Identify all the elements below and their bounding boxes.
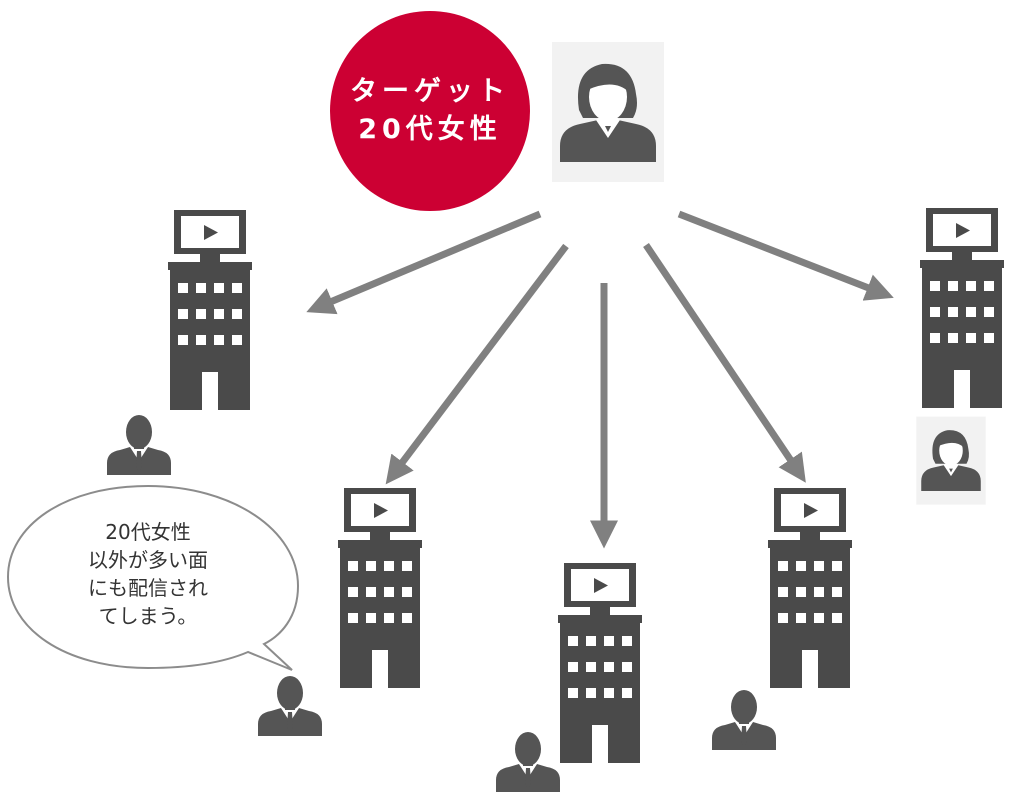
- bubble-line-4: てしまう。: [98, 604, 198, 628]
- arrow-to-site-4: [643, 243, 806, 483]
- arrow-to-site-1: [306, 210, 542, 315]
- office-building-icon: [338, 488, 422, 688]
- target-badge: ターゲット 20代女性: [330, 11, 530, 211]
- female-user-icon: [916, 416, 986, 505]
- arrow-to-site-2: [385, 243, 569, 485]
- office-building-icon: [168, 210, 252, 410]
- male-user-icon: [258, 676, 322, 736]
- arrow-to-site-5: [677, 210, 894, 301]
- bubble-line-1: 20代女性: [105, 520, 191, 544]
- office-building-icon: [768, 488, 852, 688]
- target-person-icon: [552, 42, 664, 182]
- target-segment: 20代女性: [358, 114, 502, 145]
- male-user-icon: [712, 690, 776, 750]
- male-user-icon: [107, 415, 171, 475]
- target-label: ターゲット: [350, 76, 510, 107]
- bubble-line-2: 以外が多い面: [88, 548, 208, 572]
- office-building-icon: [558, 563, 642, 763]
- office-building-icon: [920, 208, 1004, 408]
- bubble-line-3: にも配信され: [88, 576, 208, 600]
- male-user-icon: [496, 732, 560, 792]
- speech-bubble-text: 20代女性 以外が多い面 にも配信され てしまう。: [48, 518, 248, 630]
- distribution-arrows: [306, 210, 894, 549]
- speech-bubble: [6, 484, 300, 671]
